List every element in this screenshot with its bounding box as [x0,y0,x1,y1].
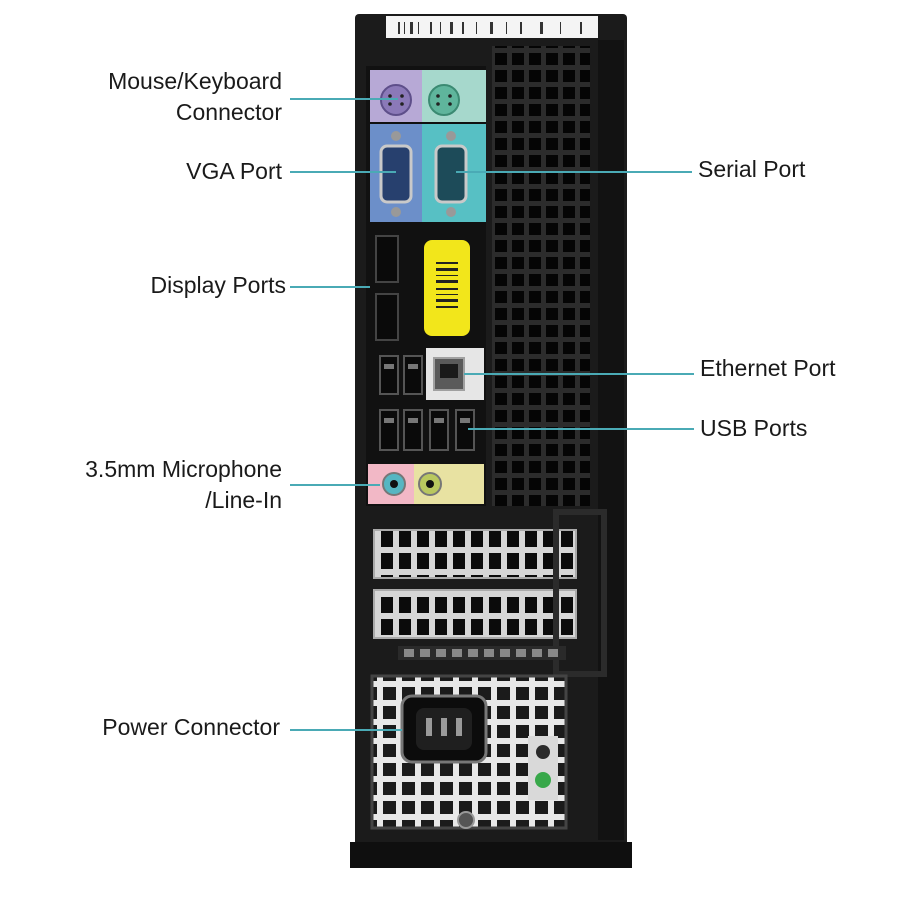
leader-line-power [290,729,402,731]
leader-line-serial [456,171,692,173]
leader-line-vga [290,171,396,173]
displayport-2 [375,293,399,341]
vga-port [379,144,413,204]
label-microphone-line1: 3.5mm Microphone [85,456,282,482]
leader-line-mouse-keyboard [290,98,398,100]
label-microphone-line-in: 3.5mm Microphone /Line-In [85,454,282,516]
leader-line-usb [468,428,694,430]
expansion-retention-latch [553,509,607,677]
serial-port [434,144,468,204]
expansion-slot-2 [373,589,577,639]
label-display-ports: Display Ports [150,272,286,298]
chassis-side-rail [598,40,624,840]
label-mouse-keyboard-connector: Mouse/Keyboard Connector [108,66,282,128]
label-usb-ports: USB Ports [700,415,808,441]
service-tag-barcode [398,22,582,34]
asset-tag-barcode [436,262,458,308]
ps2-keyboard-port [428,84,460,116]
psu-status-led [535,772,551,788]
label-power-connector: Power Connector [102,714,280,740]
label-mouse-keyboard-line2: Connector [175,99,282,125]
chassis-bottom-foot [350,842,632,868]
ventilation-grille [492,46,590,506]
displayport-1 [375,235,399,283]
leader-line-display-ports [290,286,370,288]
label-ethernet-port: Ethernet Port [700,355,836,381]
label-serial-port: Serial Port [698,156,806,182]
leader-line-microphone [290,484,380,486]
label-vga-port: VGA Port [186,158,282,184]
expansion-slot-1 [373,529,577,579]
psu-test-button [536,745,550,759]
label-mouse-keyboard-line1: Mouse/Keyboard [108,68,282,94]
ps2-mouse-port [380,84,412,116]
leader-line-ethernet [464,373,694,375]
chassis-screw [457,811,475,829]
label-microphone-line2: /Line-In [205,487,282,513]
